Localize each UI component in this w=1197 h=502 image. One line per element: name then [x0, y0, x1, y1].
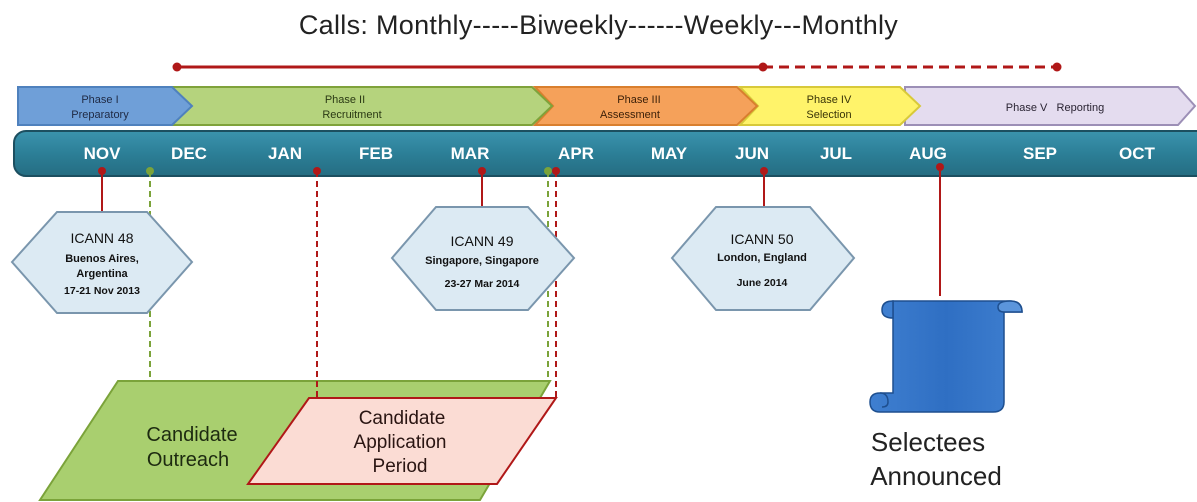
phase-2-line-1: Phase II [325, 94, 365, 106]
scroll-top-roll [997, 300, 1023, 313]
phase-4-line-1: Phase IV [807, 94, 852, 106]
scroll-bottom-curl [879, 392, 889, 408]
month-label-aug: AUG [909, 144, 947, 163]
month-label-may: MAY [651, 144, 688, 163]
phase-2-line-2: Recruitment [322, 109, 381, 121]
connector-aug-dot [936, 163, 944, 171]
calls-line [172, 62, 1062, 72]
month-label-sep: SEP [1023, 144, 1057, 163]
scroll-icon [869, 300, 1023, 413]
outreach-line-1: Candidate [146, 424, 237, 446]
phase-3-line-2: Assessment [600, 109, 660, 121]
icann50-line-1: London, England [717, 252, 807, 264]
connector-jan-dot [313, 167, 321, 175]
phase-5-line-1: Phase V Reporting [1006, 102, 1104, 114]
selectees-line-2: Announced [870, 461, 1002, 491]
outreach-line-2: Outreach [147, 449, 229, 471]
phase-3-line-1: Phase III [617, 94, 660, 106]
connector-dec-dot [146, 167, 154, 175]
scroll-top-curl [881, 300, 894, 319]
phase-1-line-2: Preparatory [71, 109, 129, 121]
month-label-nov: NOV [84, 144, 122, 163]
calls-title: Calls: Monthly-----Biweekly------Weekly-… [298, 10, 899, 40]
month-label-mar: MAR [451, 144, 490, 163]
icann50-hexagon [670, 206, 856, 311]
icann50-line-2: June 2014 [737, 277, 788, 289]
icann48-line-3: 17-21 Nov 2013 [64, 285, 140, 297]
icann48-line-2: Argentina [76, 268, 128, 280]
icann48-hexagon [10, 211, 194, 314]
connector-nov-dot [98, 167, 106, 175]
icann48-meeting: ICANN 48 Buenos Aires, Argentina 17-21 N… [10, 211, 194, 314]
icann49-hexagon [390, 206, 576, 311]
selectees-line-1: Selectees [871, 427, 985, 457]
application-line-3: Period [373, 456, 428, 477]
icann49-line-2: 23-27 Mar 2014 [445, 278, 520, 290]
icann49-line-1: Singapore, Singapore [425, 255, 539, 267]
candidate-application-shape: Candidate Application Period [246, 397, 558, 485]
month-label-oct: OCT [1119, 144, 1156, 163]
month-label-apr: APR [558, 144, 594, 163]
calls-marker-end [1052, 62, 1062, 72]
timeline-bar: NOV DEC JAN FEB MAR APR MAY JUN JUL AUG … [13, 130, 1197, 177]
calls-marker-start [172, 62, 182, 72]
candidate-application-box [246, 397, 558, 485]
calls-marker-mid [758, 62, 768, 72]
connector-mar-dot [478, 167, 486, 175]
phase-4-line-2: Selection [806, 109, 851, 121]
timeline-bar-background [13, 130, 1197, 177]
month-label-jun: JUN [735, 144, 769, 163]
application-line-2: Application [354, 432, 447, 453]
month-label-dec: DEC [171, 144, 207, 163]
application-line-1: Candidate [359, 408, 446, 429]
icann50-meeting: ICANN 50 London, England June 2014 [670, 206, 856, 311]
connector-apr-red-dot [552, 167, 560, 175]
icann49-title: ICANN 49 [450, 233, 513, 249]
phase-arrow-1 [17, 86, 194, 126]
phase-1-line-1: Phase I [81, 94, 118, 106]
month-label-jan: JAN [268, 144, 302, 163]
icann50-title: ICANN 50 [730, 231, 793, 247]
month-label-feb: FEB [359, 144, 393, 163]
icann48-title: ICANN 48 [70, 230, 133, 246]
connector-jun-dot [760, 167, 768, 175]
connector-apr-green-dot [544, 167, 552, 175]
phase-arrows: Phase I Preparatory Phase II Recruitment… [17, 86, 1197, 126]
icann49-meeting: ICANN 49 Singapore, Singapore 23-27 Mar … [390, 206, 576, 311]
icann48-line-1: Buenos Aires, [65, 253, 139, 265]
month-label-jul: JUL [820, 144, 852, 163]
